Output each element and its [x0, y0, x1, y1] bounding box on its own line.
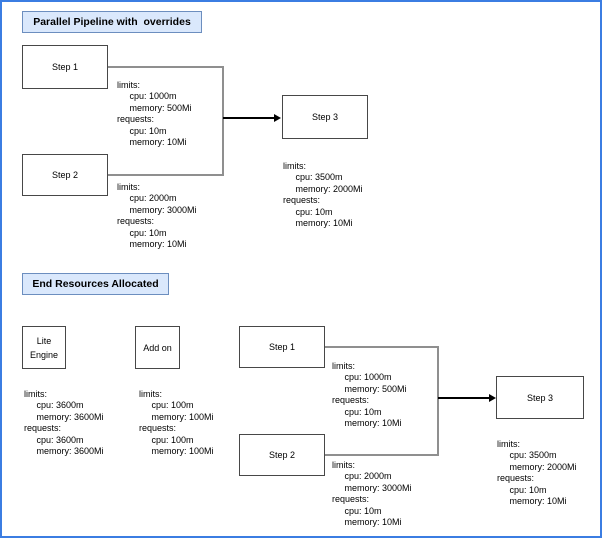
connector-step2-top — [108, 174, 224, 176]
resource-line: requests: — [332, 494, 370, 505]
resource-line: memory: 10Mi — [332, 517, 402, 528]
resource-line: cpu: 100m — [139, 400, 194, 411]
resource-line: memory: 2000Mi — [283, 183, 363, 194]
node-step3-bottom: Step 3 — [496, 376, 584, 419]
arrow-to-step3-top — [223, 117, 274, 119]
connector-junction-bottom — [437, 346, 439, 456]
resource-line: cpu: 1000m — [117, 91, 177, 102]
resource-line: cpu: 10m — [117, 227, 167, 238]
node-step2-bottom: Step 2 — [239, 434, 325, 476]
resource-line: memory: 2000Mi — [497, 461, 577, 472]
resource-line: limits: — [24, 389, 47, 399]
connector-junction-top — [222, 66, 224, 176]
resource-line: limits: — [283, 161, 306, 171]
resource-line: requests: — [332, 395, 370, 406]
resource-line: memory: 3600Mi — [24, 411, 104, 422]
resource-line: limits: — [332, 460, 355, 470]
resource-line: cpu: 3600m — [24, 434, 84, 445]
resource-line: requests: — [24, 423, 62, 434]
resource-line: requests: — [139, 423, 177, 434]
section-title-end-resources: End Resources Allocated — [22, 273, 169, 295]
arrow-right-icon — [274, 114, 281, 122]
resource-line: cpu: 3600m — [24, 400, 84, 411]
resource-line: limits: — [497, 439, 520, 449]
node-add-on: Add on — [135, 326, 180, 369]
resource-line: memory: 3000Mi — [332, 482, 412, 493]
arrow-right-icon — [489, 394, 496, 402]
resource-line: cpu: 10m — [117, 125, 167, 136]
resource-line: memory: 500Mi — [117, 102, 192, 113]
resource-line: memory: 10Mi — [283, 218, 353, 229]
resource-line: memory: 10Mi — [332, 418, 402, 429]
resource-line: limits: — [332, 361, 355, 371]
section-title-parallel-pipeline: Parallel Pipeline with overrides — [22, 11, 202, 33]
node-step3-top: Step 3 — [282, 95, 368, 139]
resource-line: requests: — [117, 114, 155, 125]
resource-line: limits: — [117, 182, 140, 192]
resource-line: cpu: 100m — [139, 434, 194, 445]
resource-line: cpu: 10m — [283, 206, 333, 217]
connector-step2-bottom — [325, 454, 439, 456]
resource-line: cpu: 2000m — [332, 471, 392, 482]
resource-line: limits: — [117, 80, 140, 90]
resource-line: memory: 100Mi — [139, 446, 214, 457]
node-lite-engine: Lite Engine — [22, 326, 66, 369]
resource-line: cpu: 10m — [332, 406, 382, 417]
resource-line: memory: 500Mi — [332, 383, 407, 394]
resource-line: cpu: 1000m — [332, 372, 392, 383]
resource-line: cpu: 10m — [332, 505, 382, 516]
resource-line: memory: 10Mi — [497, 496, 567, 507]
resource-line: memory: 10Mi — [117, 239, 187, 250]
resource-line: requests: — [283, 195, 321, 206]
resource-line: cpu: 3500m — [283, 172, 343, 183]
resource-line: limits: — [139, 389, 162, 399]
connector-step1-top — [108, 66, 224, 68]
resource-line: memory: 3600Mi — [24, 446, 104, 457]
resource-line: cpu: 2000m — [117, 193, 177, 204]
node-step2-top: Step 2 — [22, 154, 108, 196]
resource-line: cpu: 3500m — [497, 450, 557, 461]
resource-line: memory: 10Mi — [117, 137, 187, 148]
arrow-to-step3-bottom — [438, 397, 489, 399]
resource-line: memory: 3000Mi — [117, 204, 197, 215]
node-step1-bottom: Step 1 — [239, 326, 325, 368]
node-step1-top: Step 1 — [22, 45, 108, 89]
resource-line: requests: — [117, 216, 155, 227]
resource-line: memory: 100Mi — [139, 411, 214, 422]
resource-line: requests: — [497, 473, 535, 484]
connector-step1-bottom — [325, 346, 439, 348]
resource-line: cpu: 10m — [497, 484, 547, 495]
